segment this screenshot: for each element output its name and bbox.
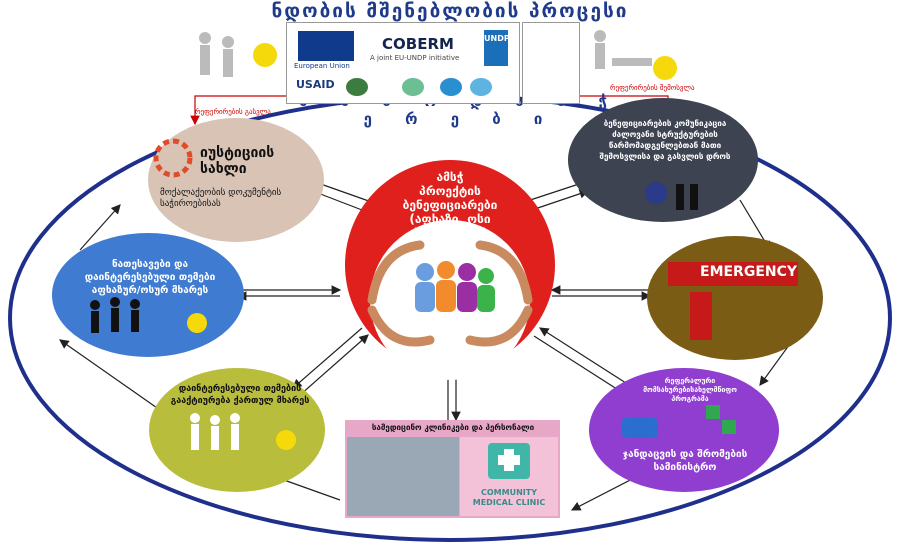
ministry-text: ჯანდაცვის და შრომების სამინისტრო [615, 448, 755, 474]
center-line-1: ამსჭ [350, 170, 550, 184]
arrow-center-communities [293, 328, 362, 388]
ministry-logo-icon [622, 418, 658, 438]
center-line-3: ბენეფიციარები [350, 198, 550, 212]
partner-logo-icon [346, 78, 368, 96]
ministry-heart-icon [722, 420, 736, 434]
usaid-logo: USAID [296, 78, 335, 91]
law-text: ბენეფიციარების კომუნიკაცია ძალოვანი სტრუ… [590, 118, 740, 162]
emergency-label: EMERGENCY [700, 264, 797, 280]
communities-text: დაინტერესებული თემების გააქტიურება ქართუ… [165, 383, 315, 407]
justice-desc-line-1: მოქალაქეობის დოკუმენტის [160, 188, 281, 199]
referral-out-label: რეფერირების გასვლა [195, 108, 271, 116]
eu-label: European Union [294, 62, 350, 70]
center-line-5: პაციენტები) [350, 226, 550, 240]
justice-title: იუსტიციის სახლი [200, 145, 274, 177]
relatives-text: ნათესავები და დაინტერესებული თემები აფხა… [70, 258, 230, 297]
confused-smiley-icon [187, 313, 207, 333]
happy-smiley-icon [253, 43, 277, 67]
clinic-logo-line-1: COMMUNITY [460, 488, 558, 498]
eu-flag-icon [298, 31, 354, 61]
justice-node [148, 118, 324, 242]
sad-smiley-icon [653, 56, 677, 80]
sos-box [690, 292, 712, 340]
clinic-logo-line-2: MEDICAL CLINIC [460, 498, 558, 508]
ministry-line-2: სამინისტრო [615, 461, 755, 474]
undp-logo: UNDP [484, 30, 508, 66]
clinic-photo [347, 437, 459, 516]
page-title: ნდობის მშენებლობის პროცესი [0, 0, 900, 22]
partner-logo-icon [402, 78, 424, 96]
worried-smiley-icon [276, 430, 296, 450]
emergency-node [647, 236, 823, 360]
helping-people-icon [199, 32, 234, 77]
injured-people-icon [594, 30, 652, 69]
government-logo-panel [522, 22, 580, 104]
referral-in-label: რეფერირების შემოსვლა [610, 84, 695, 92]
justice-title-line-1: იუსტიციის [200, 145, 274, 161]
center-line-4: (აფხაზი, ოსი [350, 212, 550, 226]
partner-logo-icon [470, 78, 492, 96]
ministry-cross-icon [706, 405, 720, 419]
crowd-silhouette-icon [190, 413, 240, 450]
coberm-label: COBERM [382, 35, 454, 53]
clinics-title: სამედიცინო კლინიკები და პერსონალი [348, 423, 558, 432]
ministry-program-line-2: მომსახურებისახელმწიფო [635, 386, 745, 395]
justice-desc: მოქალაქეობის დოკუმენტის საჭიროებისას [160, 188, 281, 210]
center-label: ამსჭ პროექტის ბენეფიციარები (აფხაზი, ოსი… [350, 170, 550, 240]
coberm-sub-label: A joint EU-UNDP initiative [370, 54, 459, 62]
ministry-program-line-1: რეფერალური [635, 377, 745, 386]
justice-title-line-2: სახლი [200, 161, 274, 177]
center-line-2: პროექტის [350, 184, 550, 198]
ministry-program-text: რეფერალური მომსახურებისახელმწიფო პროგრამ… [635, 377, 745, 404]
ministry-line-1: ჯანდაცვის და შრომების [615, 448, 755, 461]
dancing-people-icon [90, 297, 140, 333]
clinic-logo-text: COMMUNITY MEDICAL CLINIC [460, 488, 558, 508]
ministry-program-line-3: პროგრამა [635, 395, 745, 404]
justice-desc-line-2: საჭიროებისას [160, 199, 281, 210]
partner-logo-icon [440, 78, 462, 96]
